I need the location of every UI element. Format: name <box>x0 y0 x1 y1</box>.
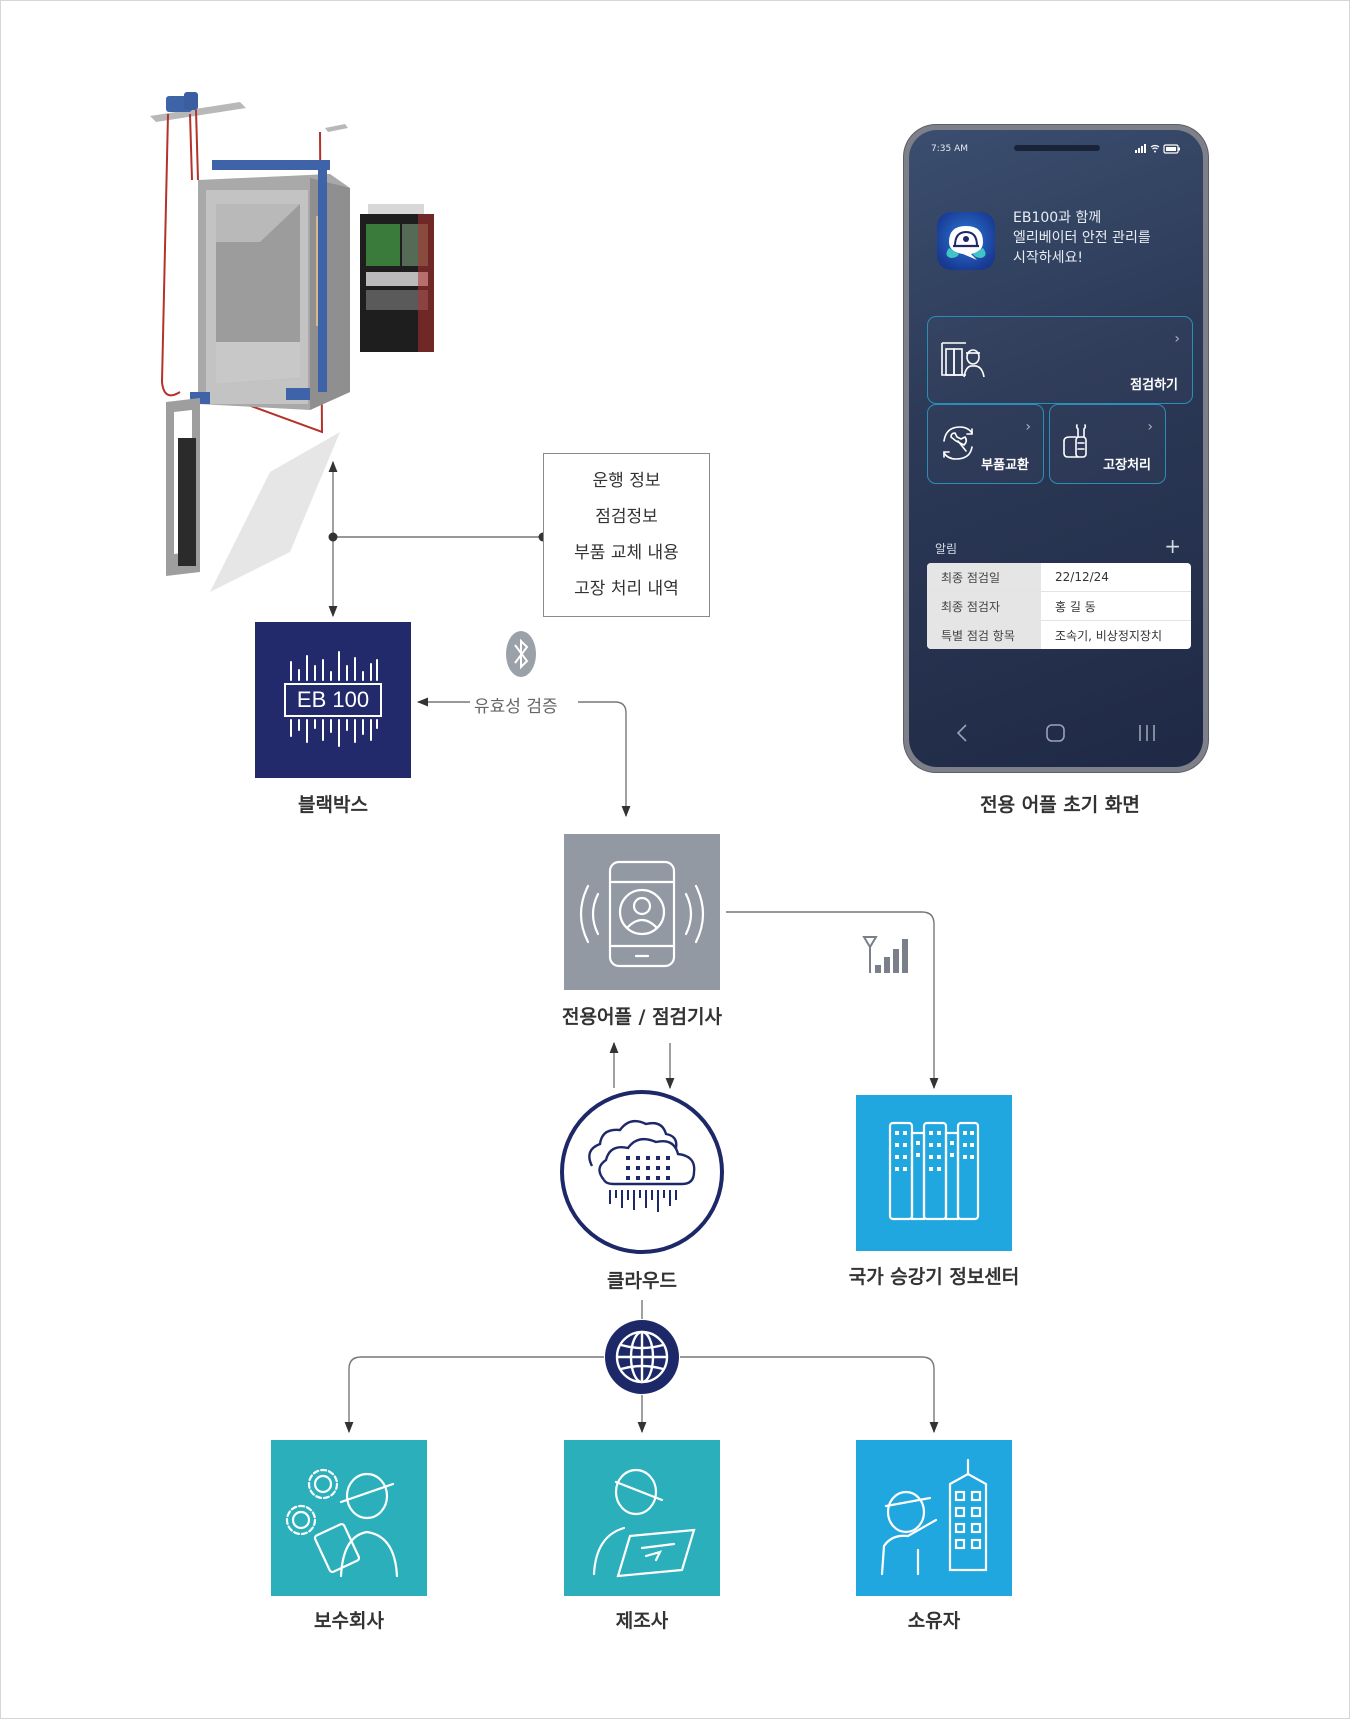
engineer-drawing-icon <box>592 1468 696 1578</box>
phone-caption: 전용 어플 초기 화면 <box>980 794 1140 816</box>
android-nav-bar <box>909 717 1203 747</box>
row-key: 최종 점검일 <box>927 563 1041 592</box>
chip-icon <box>284 651 382 747</box>
app-to-national <box>726 911 939 1090</box>
cellular-signal-icon <box>862 936 908 973</box>
chevron-right-icon: › <box>1147 419 1153 435</box>
add-alarm-button[interactable]: + <box>1164 534 1181 558</box>
status-bar: 7:35 AM <box>931 144 1181 158</box>
phone-mockup: 7:35 AM EB100과 함께 엘리베이터 안전 관리 <box>904 125 1208 772</box>
maintenance-worker-icon <box>285 1468 399 1578</box>
info-line: 운행 정보 <box>592 471 661 491</box>
owner-building-icon <box>880 1458 988 1576</box>
status-time: 7:35 AM <box>931 144 968 154</box>
owner-label: 소유자 <box>907 1610 961 1632</box>
bluetooth-icon <box>506 631 536 677</box>
info-line: 고장 처리 내역 <box>574 579 679 599</box>
parts-label: 부품교환 <box>981 458 1029 473</box>
app-node-tile <box>564 834 720 990</box>
row-value: 홍 길 동 <box>1041 591 1191 621</box>
chevron-right-icon: › <box>1174 331 1180 347</box>
table-row: 특별 점검 항목 조속기, 비상정지장치 <box>927 620 1191 649</box>
blackbox-tile: EB 100 <box>255 622 411 778</box>
chevron-right-icon: › <box>1025 419 1031 435</box>
chip-label: EB 100 <box>296 687 370 712</box>
globe-to-owner <box>680 1356 939 1434</box>
parts-card[interactable]: › 부품교환 <box>927 404 1044 484</box>
inspect-label: 점검하기 <box>1130 378 1178 393</box>
info-line: 부품 교체 내용 <box>574 543 679 563</box>
manufacturer-tile <box>564 1440 720 1596</box>
repair-card[interactable]: › 고장처리 <box>1049 404 1166 484</box>
data-info-box: 운행 정보 점검정보 부품 교체 내용 고장 처리 내역 <box>543 453 710 617</box>
home-icon[interactable] <box>1045 723 1067 743</box>
blackbox-label: 블랙박스 <box>298 794 368 816</box>
row-value: 22/12/24 <box>1041 563 1191 592</box>
back-icon[interactable] <box>955 723 969 743</box>
national-center-tile <box>856 1095 1012 1251</box>
verify-label: 유효성 검증 <box>470 692 562 717</box>
maintenance-company-tile <box>271 1440 427 1596</box>
buildings-icon <box>888 1121 980 1221</box>
cloud-data-icon <box>560 1090 724 1254</box>
app-logo-icon <box>937 212 995 270</box>
row-key: 최종 점검자 <box>927 591 1041 621</box>
welcome-message: EB100과 함께 엘리베이터 안전 관리를 시작하세요! <box>1013 208 1151 268</box>
status-icons <box>1135 144 1181 157</box>
recent-apps-icon[interactable] <box>1137 723 1157 743</box>
helmet-chat-icon <box>946 226 986 260</box>
national-center-label: 국가 승강기 정보센터 <box>848 1266 1020 1288</box>
wrench-cycle-icon <box>943 426 973 460</box>
welcome-line: 시작하세요! <box>1013 250 1084 266</box>
repair-label: 고장처리 <box>1103 458 1151 473</box>
row-value: 조속기, 비상정지장치 <box>1055 628 1162 643</box>
smartphone-user-icon <box>579 860 705 968</box>
row-key: 특별 점검 항목 <box>927 620 1041 649</box>
elevator-illustration <box>150 92 434 592</box>
inspect-card[interactable]: › 점검하기 <box>927 316 1193 404</box>
globe-to-maintenance <box>344 1356 604 1434</box>
app-home-screen: 7:35 AM EB100과 함께 엘리베이터 안전 관리 <box>909 130 1203 767</box>
alarm-title: 알림 <box>935 542 958 556</box>
info-line: 점검정보 <box>595 507 658 527</box>
signal-wifi-battery-icon <box>1135 144 1180 154</box>
inspection-worker-icon <box>941 342 985 378</box>
app-node-label: 전용어플 / 점검기사 <box>561 1006 723 1028</box>
maintenance-company-label: 보수회사 <box>314 1610 384 1632</box>
globe-icon <box>605 1320 679 1394</box>
welcome-line: EB100과 함께 <box>1013 210 1102 226</box>
welcome-line: 엘리베이터 안전 관리를 <box>1013 230 1151 246</box>
owner-tile <box>856 1440 1012 1596</box>
manufacturer-label: 제조사 <box>615 1610 669 1632</box>
speaker-notch <box>1014 145 1100 151</box>
verify-to-app <box>578 701 631 818</box>
junction-dot <box>328 532 338 542</box>
hand-wrench-icon <box>1063 424 1087 458</box>
cloud-label: 클라우드 <box>607 1270 677 1292</box>
